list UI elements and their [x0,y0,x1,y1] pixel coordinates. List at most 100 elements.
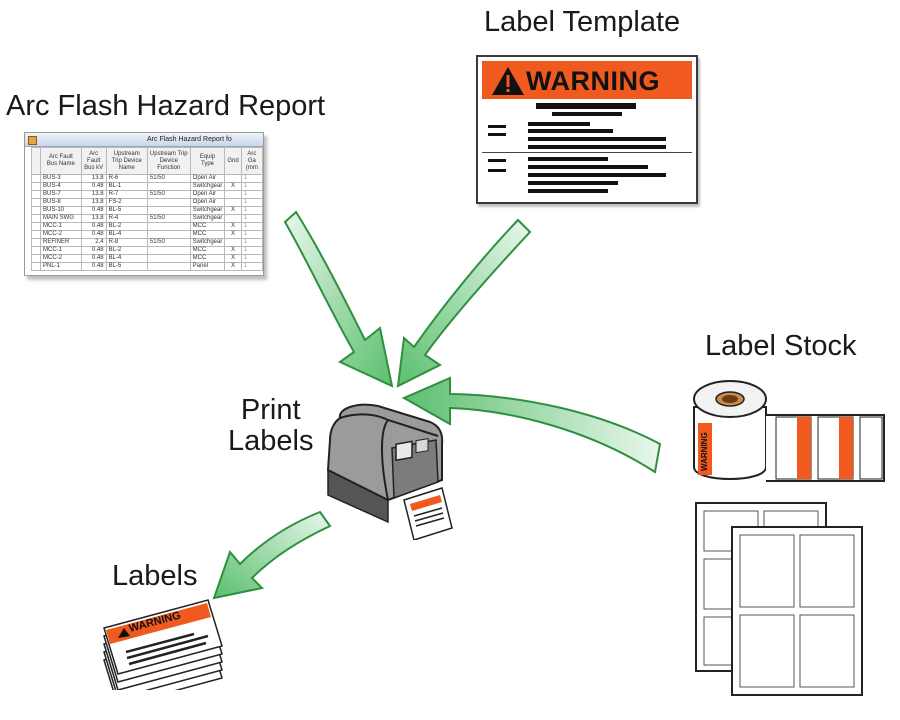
app-icon [28,136,37,145]
table-cell: R-8 [105,238,148,247]
table-cell: X [224,254,242,263]
table-cell: MAIN SWG [40,214,82,223]
column-header[interactable]: Upstream Trip Device Name [105,147,148,175]
label-sheets [695,502,863,696]
table-cell: MCC [189,246,226,255]
table-cell: MCC-1 [40,222,82,231]
column-header[interactable]: Upstream Trip Device Function [146,147,191,175]
print-title-line1: Print [240,394,301,426]
row-selector[interactable] [31,246,41,255]
table-cell: 0.48 [80,262,107,271]
table-cell: X [224,230,242,239]
label-template-card: WARNING [476,55,698,204]
table-cell: R-4 [105,214,148,223]
table-cell: Open Air [189,190,226,199]
arc-flash-report-window: Arc Flash Hazard Report fo Arc Fault Bus… [24,132,264,276]
row-selector[interactable] [31,198,41,207]
table-cell: X [224,246,242,255]
row-selector[interactable] [31,222,41,231]
row-selector[interactable] [31,230,41,239]
table-cell: 51/50 [146,190,191,199]
row-selector[interactable] [31,190,41,199]
table-cell: MCC [189,230,226,239]
warning-triangle-icon [492,67,524,95]
table-cell: 0.48 [80,254,107,263]
table-cell: 1 [240,214,263,223]
table-cell: BL-1 [105,182,148,191]
column-header[interactable]: Equip Type [189,147,226,175]
table-cell [224,238,242,247]
printed-label-output [403,487,453,540]
table-cell: 1 [240,174,263,183]
label-roll: WARNING [693,380,885,482]
table-cell: REFINER [40,238,82,247]
table-cell [224,190,242,199]
table-cell: BUS-10 [40,206,82,215]
table-cell: FS-2 [105,198,148,207]
table-cell: 0.48 [80,206,107,215]
table-cell: 1 [240,198,263,207]
row-selector[interactable] [31,254,41,263]
row-selector[interactable] [31,174,41,183]
row-selector[interactable] [31,182,41,191]
table-cell: 0.48 [80,246,107,255]
print-labels-title: Print Labels [228,395,313,457]
table-cell: 1 [240,254,263,263]
row-selector[interactable] [31,206,41,215]
warning-header: WARNING [482,61,692,99]
table-cell: X [224,206,242,215]
table-cell: 51/50 [146,238,191,247]
table-cell: BUS-7 [40,190,82,199]
column-header[interactable]: Arc Ga (mm [240,147,263,175]
table-cell: BL-2 [105,246,148,255]
table-cell: BL-5 [105,206,148,215]
table-cell: MCC-2 [40,230,82,239]
label-printer [326,403,453,540]
labels-title: Labels [112,560,198,592]
column-header[interactable]: Arc Fault Bus Name [40,147,82,175]
table-cell: Switchgear [189,206,226,215]
printed-labels-stack: WARNING [103,599,223,690]
table-cell: 51/50 [146,174,191,183]
table-cell [146,222,191,231]
row-selector-header [31,147,41,175]
table-cell: PNL-1 [40,262,82,271]
table-cell [146,230,191,239]
table-cell: Switchgear [189,182,226,191]
table-cell: 2.4 [80,238,107,247]
table-cell [146,206,191,215]
table-cell: MCC [189,254,226,263]
arrow-stock-to-printer [401,376,662,474]
column-header[interactable]: Arc Fault Bus kV [80,147,107,175]
table-cell: 1 [240,222,263,231]
table-cell: 0.48 [80,230,107,239]
table-cell [146,198,191,207]
table-cell: MCC [189,222,226,231]
table-cell [146,254,191,263]
table-cell: BUS-8 [40,198,82,207]
row-selector[interactable] [31,214,41,223]
table-cell: 0.48 [80,182,107,191]
table-cell: 13.8 [80,214,107,223]
row-selector[interactable] [31,262,41,271]
row-selector[interactable] [31,238,41,247]
table-cell: 13.8 [80,198,107,207]
column-header[interactable]: Gnd [224,147,242,175]
table-cell [224,214,242,223]
